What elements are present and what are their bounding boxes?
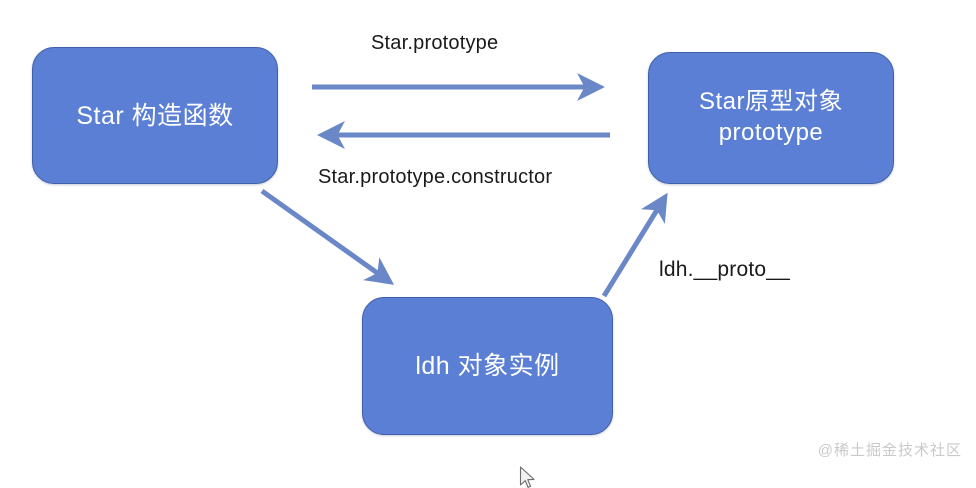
mouse-pointer-icon [519,466,535,488]
watermark: @稀土掘金技术社区 [817,442,962,459]
node-star-constructor[interactable]: Star 构造函数 [32,47,278,184]
edge-label-ldh-proto: ldh.__proto__ [659,258,791,281]
arrow-ldh-to-prototype [601,192,668,298]
node-ldh-instance[interactable]: ldh 对象实例 [362,297,613,435]
edge-label-star-prototype-constructor: Star.prototype.constructor [318,166,553,188]
edge-label-star-prototype: Star.prototype [371,32,499,54]
node-star-constructor-label: Star 构造函数 [76,101,234,130]
node-star-prototype[interactable]: Star原型对象 prototype [648,52,894,184]
node-star-prototype-label-line2: prototype [718,119,824,146]
node-star-prototype-label-line1: Star原型对象 [698,88,843,116]
node-ldh-instance-label: ldh 对象实例 [415,352,560,380]
arrow-star-to-ldh [260,188,395,285]
